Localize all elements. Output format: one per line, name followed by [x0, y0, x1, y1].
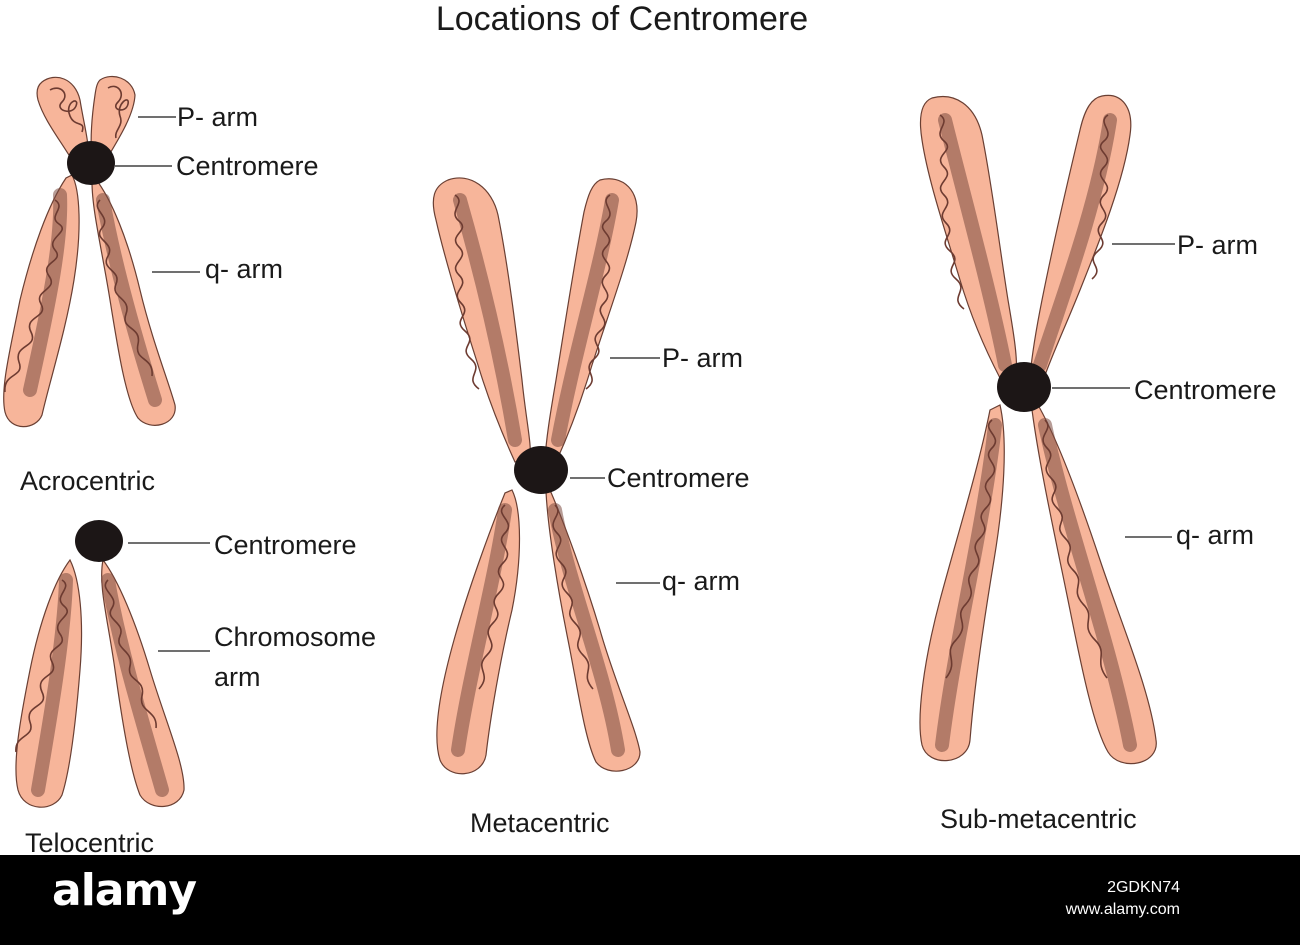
telocentric-centromere	[75, 520, 123, 562]
acrocentric-centromere	[67, 141, 115, 185]
metacentric-p-arm-label: P- arm	[662, 343, 743, 373]
telocentric-arm-label-line2: arm	[214, 662, 261, 692]
acrocentric-centromere-label: Centromere	[176, 151, 319, 181]
watermark-footer: alamy 2GDKN74 www.alamy.com	[0, 855, 1300, 945]
metacentric-q-arm-label: q- arm	[662, 566, 740, 596]
telocentric-centromere-label: Centromere	[214, 530, 357, 560]
metacentric-centromere-label: Centromere	[607, 463, 750, 493]
acrocentric-q-arms	[3, 174, 176, 428]
metacentric-chromosome: P- arm Centromere q- arm Metacentric	[432, 177, 750, 838]
submetacentric-centromere-label: Centromere	[1134, 375, 1277, 405]
submetacentric-centromere	[997, 362, 1051, 412]
submetacentric-chromosome: P- arm Centromere q- arm Sub-metacentric	[919, 94, 1277, 834]
metacentric-caption: Metacentric	[470, 808, 610, 838]
chromosome-diagram: Locations of Centromere P- arm Centromer…	[3, 0, 1277, 855]
acrocentric-p-arms	[36, 75, 136, 161]
acrocentric-p-arm-label: P- arm	[177, 102, 258, 132]
submetacentric-caption: Sub-metacentric	[940, 804, 1137, 834]
telocentric-caption: Telocentric	[25, 828, 154, 855]
site-url: www.alamy.com	[1065, 901, 1180, 918]
brand-logo: alamy	[52, 865, 197, 916]
submetacentric-q-arm-label: q- arm	[1176, 520, 1254, 550]
acrocentric-q-arm-label: q- arm	[205, 254, 283, 284]
metacentric-centromere	[514, 446, 568, 494]
telocentric-arm-label-line1: Chromosome	[214, 622, 376, 652]
acrocentric-caption: Acrocentric	[20, 466, 155, 496]
image-id: 2GDKN74	[1107, 879, 1180, 896]
diagram-title: Locations of Centromere	[436, 0, 808, 38]
submetacentric-p-arm-label: P- arm	[1177, 230, 1258, 260]
telocentric-chromosome: Centromere Chromosome arm Telocentric	[15, 520, 376, 855]
acrocentric-chromosome: P- arm Centromere q- arm Acrocentric	[3, 75, 319, 496]
image-credit: 2GDKN74 www.alamy.com	[1066, 877, 1180, 921]
